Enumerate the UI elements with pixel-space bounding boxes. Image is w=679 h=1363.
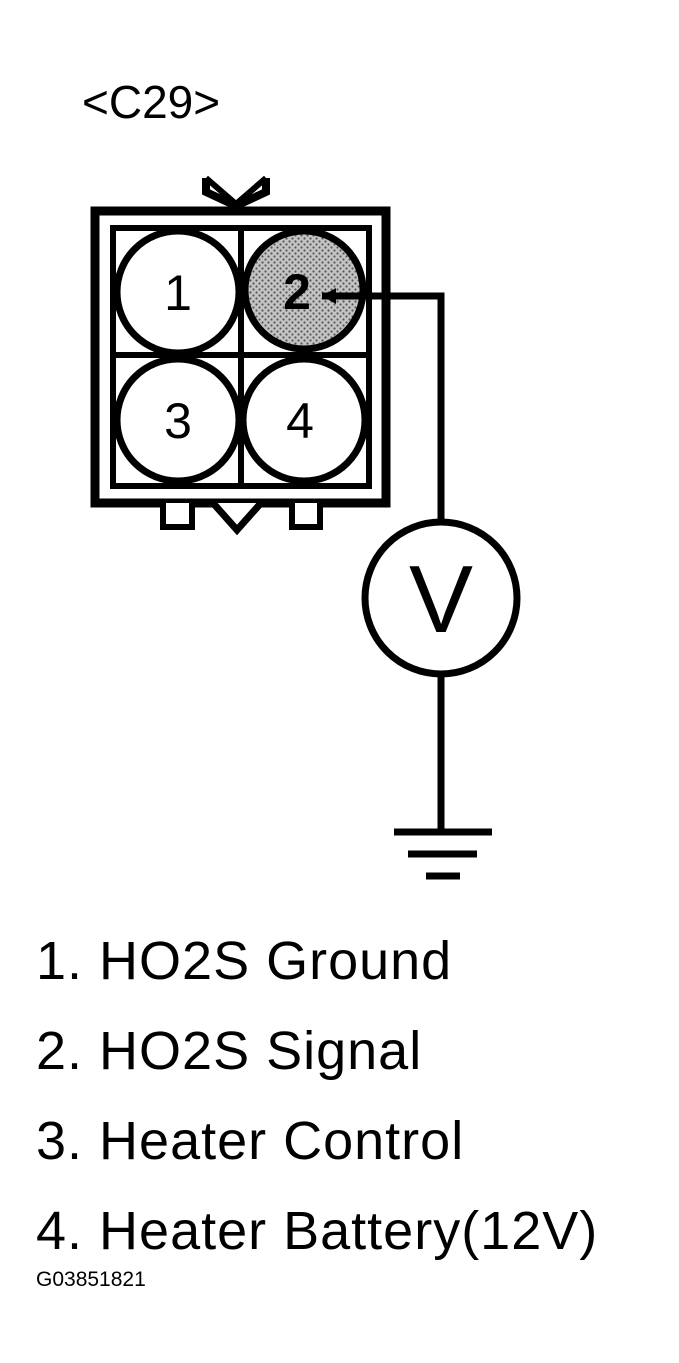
legend-item-pin-4: 4. Heater Battery(12V) — [36, 1201, 599, 1261]
pin-4-number: 4 — [286, 393, 314, 449]
legend-item-pin-1: 1. HO2S Ground — [36, 931, 453, 991]
connector-bottom-tab-right — [289, 503, 323, 530]
connector-bottom-tab-left — [160, 503, 195, 530]
figure-id: G03851821 — [36, 1268, 146, 1291]
legend-item-pin-3: 3. Heater Control — [36, 1111, 465, 1171]
connector-top-latch-edge — [234, 175, 268, 207]
voltmeter-icon: V — [361, 518, 521, 678]
connector-top-latch — [202, 178, 270, 211]
ground-symbol-icon — [394, 828, 492, 880]
connector: 1 2 3 4 — [90, 175, 391, 536]
pin-3-socket — [113, 355, 243, 485]
pin-legend: 1. HO2S Ground 2. HO2S Signal 3. Heater … — [36, 916, 598, 1276]
connector-name: <C29> — [82, 76, 220, 128]
pin-3: 3 — [113, 355, 243, 485]
pin-4: 4 — [239, 355, 369, 485]
legend-item-pin-2: 2. HO2S Signal — [36, 1021, 423, 1081]
pin-1-number: 1 — [164, 265, 192, 321]
pin-1-socket — [113, 227, 243, 357]
pin-4-socket — [239, 355, 369, 485]
connector-top-latch-edge — [204, 175, 238, 207]
voltmeter-symbol: V — [409, 546, 473, 653]
pin-2: 2 — [241, 227, 367, 353]
probe-wire — [322, 292, 445, 522]
connector-bottom-key — [210, 500, 264, 536]
probe-tip — [322, 288, 336, 304]
pin-1: 1 — [113, 227, 243, 357]
pin-3-number: 3 — [164, 393, 192, 449]
diagram: <C29> 1 2 3 4 — [82, 76, 521, 880]
pin-2-number: 2 — [283, 264, 311, 320]
pin-2-socket-highlighted — [241, 227, 367, 353]
